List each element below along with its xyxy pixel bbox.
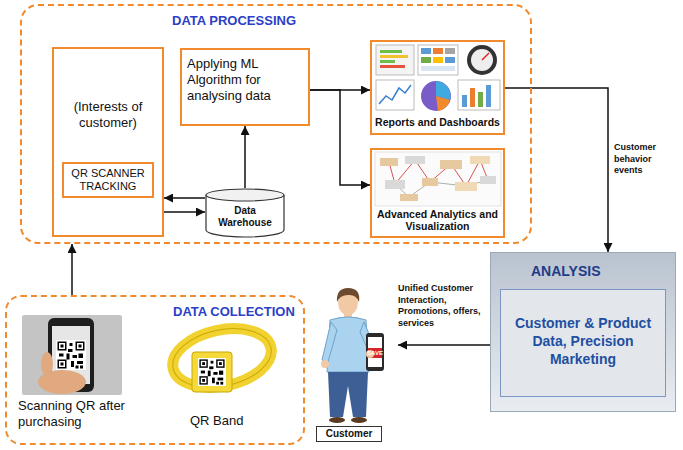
caption-label: Scanning QR after purchasing (18, 398, 158, 430)
image-box: Reports and Dashboards (370, 40, 505, 135)
actor: Customer (308, 283, 398, 445)
process-box: QR SCANNER TRACKING (62, 162, 154, 198)
box-label: Applying ML Algorithm for analysing data (187, 56, 303, 104)
region-title: DATA COLLECTION (173, 304, 295, 320)
process-box: Customer & Product Data, Precision Marke… (500, 289, 666, 397)
region-title: ANALYSIS (531, 263, 601, 280)
box-label: QR SCANNER TRACKING (66, 167, 150, 193)
region-title: DATA PROCESSING (172, 13, 296, 29)
flow-arrow (164, 197, 205, 199)
flow-arrow (310, 90, 370, 185)
image-box: Advanced Analytics and Visualization (370, 148, 505, 238)
flow-arrow (398, 344, 490, 346)
process-box: (Interests of customer) QR SCANNER TRACKI… (52, 47, 164, 237)
cylinder-top (206, 189, 284, 201)
flow-arrow (164, 211, 205, 213)
phone-photo (22, 315, 122, 395)
analytics-thumbnail (375, 152, 501, 206)
flow-arrow (505, 88, 608, 252)
customer-figure (321, 288, 384, 423)
edge-label: Unified Customer Interaction, Promotions… (398, 283, 488, 329)
dashboard-thumbnails (376, 45, 500, 111)
flow-arrow (71, 244, 73, 295)
box-label: Reports and Dashboards (374, 116, 501, 129)
qr-band (167, 320, 276, 396)
box-label: Advanced Analytics and Visualization (374, 208, 501, 232)
caption-label: QR Band (190, 413, 243, 429)
region-panel: DATA PROCESSING (Interests of customer) QR… (20, 4, 532, 244)
box-label: (Interests of customer) (58, 99, 158, 131)
database-cylinder: Data Warehouse (205, 188, 285, 238)
box-label: Customer & Product Data, Precision Marke… (507, 314, 659, 368)
edge-label: Customer behavior events (614, 142, 678, 177)
region-panel: ANALYSIS Customer & Product Data, Precisi… (490, 252, 676, 412)
flow-arrow (244, 126, 246, 188)
box-label: Data Warehouse (209, 205, 281, 229)
process-box: Applying ML Algorithm for analysing data (180, 48, 310, 126)
actor-label: Customer (316, 426, 382, 442)
screen-text: SAVE (366, 348, 384, 358)
